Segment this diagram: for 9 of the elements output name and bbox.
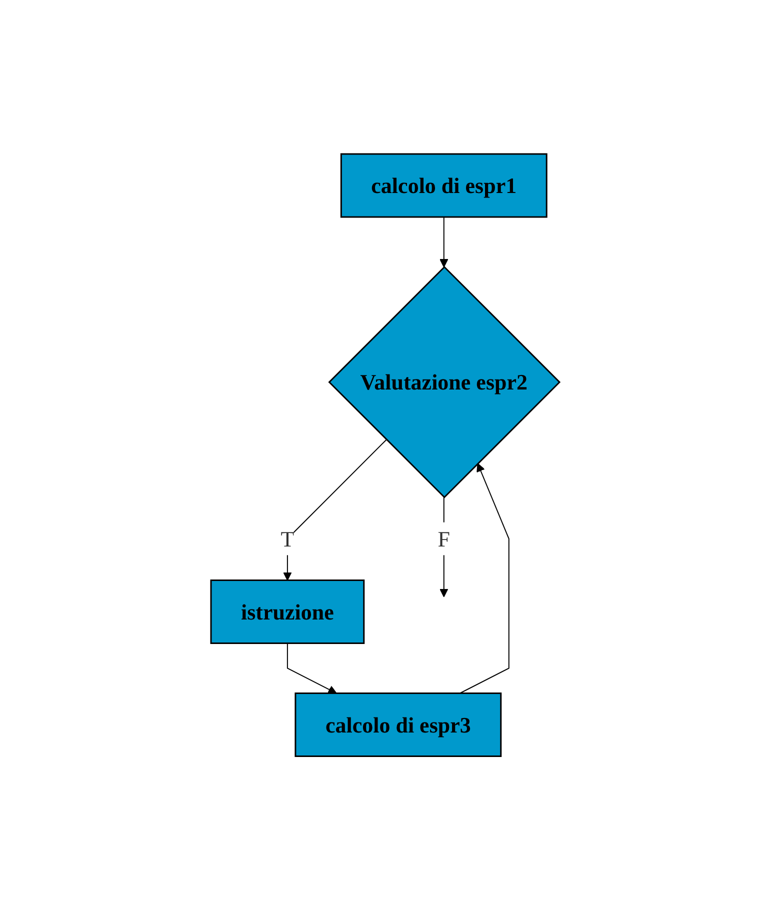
arrow [460, 462, 510, 694]
edge-label: F [438, 526, 450, 552]
arrow [287, 642, 338, 694]
node-diamond: Valutazione espr2 [328, 266, 561, 498]
node-box: istruzione [210, 579, 365, 644]
arrow [440, 216, 449, 268]
node-box: calcolo di espr3 [294, 692, 502, 757]
edge-label: T [280, 526, 294, 552]
node-box: calcolo di espr1 [340, 153, 548, 218]
